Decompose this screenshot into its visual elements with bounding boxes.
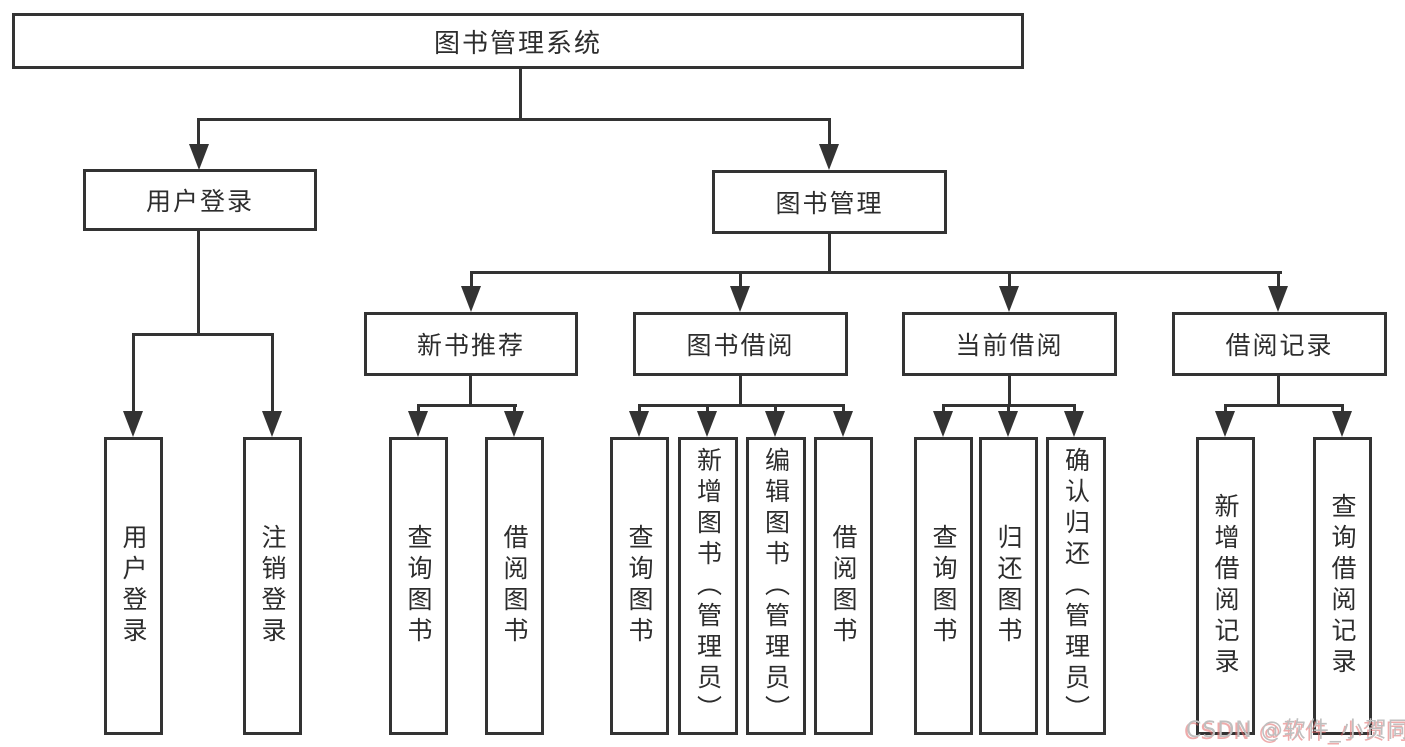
connector-arrowhead <box>461 286 481 312</box>
leaf-borrow-books-borrow-label: 借阅图书 <box>829 524 858 648</box>
connector-section-split <box>1224 404 1344 407</box>
connector-arrowhead <box>1215 411 1235 437</box>
node-library-system: 图书管理系统 <box>12 13 1024 69</box>
leaf-borrow-books-newrec-label: 借阅图书 <box>500 524 529 648</box>
leaf-return-books: 归还图书 <box>979 437 1038 735</box>
connector-arrowhead <box>1064 411 1084 437</box>
node-borrowing-records: 借阅记录 <box>1172 312 1387 376</box>
node-book-management: 图书管理 <box>712 170 947 234</box>
leaf-query-books-borrow-label: 查询图书 <box>625 524 654 648</box>
connector-arrowhead <box>730 286 750 312</box>
connector-section-split <box>638 404 845 407</box>
connector-arrowhead <box>819 144 839 170</box>
leaf-user-login-label: 用户登录 <box>119 524 148 648</box>
connector-section-stem <box>1008 376 1011 406</box>
leaf-add-book-admin: 新增图书（管理员） <box>678 437 738 735</box>
connector-to-section <box>470 271 473 290</box>
node-current-borrowing-label: 当前借阅 <box>955 331 1064 360</box>
connector-arrowhead <box>1268 286 1288 312</box>
leaf-borrow-books-borrow: 借阅图书 <box>814 437 873 735</box>
connector-to-leaf <box>1007 404 1010 414</box>
connector-arrowhead <box>1332 411 1352 437</box>
connector-to-book-mgmt <box>828 118 831 148</box>
connector-section-stem <box>1277 376 1280 406</box>
leaf-edit-book-admin: 编辑图书（管理员） <box>746 437 806 735</box>
leaf-confirm-return-admin-label: 确认归还（管理员） <box>1061 446 1091 726</box>
leaf-query-books-current-label: 查询图书 <box>929 524 958 648</box>
connector-arrowhead <box>765 411 785 437</box>
leaf-query-books-current: 查询图书 <box>914 437 973 735</box>
connector-user-stem <box>197 231 200 335</box>
connector-arrowhead <box>123 411 143 437</box>
connector-to-user-login <box>197 118 200 148</box>
connector-arrowhead <box>408 411 428 437</box>
connector-section-split <box>417 404 517 407</box>
leaf-logout: 注销登录 <box>243 437 302 735</box>
node-library-system-label: 图书管理系统 <box>433 28 602 59</box>
connector-arrowhead <box>629 411 649 437</box>
node-new-book-recommend-label: 新书推荐 <box>416 331 525 360</box>
connector-to-leaf <box>513 404 516 414</box>
connector-to-leaf <box>271 333 274 413</box>
connector-arrowhead <box>833 411 853 437</box>
leaf-logout-label: 注销登录 <box>258 524 287 648</box>
connector-top-split <box>197 118 831 121</box>
leaf-query-borrow-record: 查询借阅记录 <box>1313 437 1372 735</box>
connector-to-leaf <box>842 404 845 414</box>
connector-to-section <box>1008 271 1011 290</box>
leaf-add-borrow-record-label: 新增借阅记录 <box>1211 493 1240 679</box>
connector-mgmt-split <box>470 271 1282 274</box>
node-book-borrowing-label: 图书借阅 <box>686 331 795 360</box>
leaf-query-books-newrec-label: 查询图书 <box>404 524 433 648</box>
leaf-query-borrow-record-label: 查询借阅记录 <box>1328 493 1357 679</box>
leaf-user-login: 用户登录 <box>104 437 163 735</box>
connector-to-leaf <box>417 404 420 414</box>
connector-arrowhead <box>933 411 953 437</box>
node-borrowing-records-label: 借阅记录 <box>1225 331 1334 360</box>
connector-to-section <box>739 271 742 290</box>
connector-mgmt-stem <box>828 234 831 274</box>
leaf-add-borrow-record: 新增借阅记录 <box>1196 437 1255 735</box>
connector-arrowhead <box>697 411 717 437</box>
connector-to-leaf <box>942 404 945 414</box>
node-user-login-label: 用户登录 <box>145 187 254 216</box>
leaf-add-book-admin-label: 新增图书（管理员） <box>693 446 723 726</box>
connector-to-section <box>1277 271 1280 290</box>
node-user-login: 用户登录 <box>83 169 317 231</box>
leaf-confirm-return-admin: 确认归还（管理员） <box>1046 437 1106 735</box>
connector-user-split <box>132 333 274 336</box>
connector-section-stem <box>739 376 742 406</box>
connector-arrowhead <box>999 286 1019 312</box>
connector-to-leaf <box>774 404 777 414</box>
leaf-borrow-books-newrec: 借阅图书 <box>485 437 544 735</box>
connector-arrowhead <box>998 411 1018 437</box>
connector-to-leaf <box>1224 404 1227 414</box>
connector-arrowhead <box>262 411 282 437</box>
connector-arrowhead <box>504 411 524 437</box>
leaf-return-books-label: 归还图书 <box>994 524 1023 648</box>
leaf-query-books-newrec: 查询图书 <box>389 437 448 735</box>
csdn-watermark: CSDN @软件_小贺同学 <box>1186 718 1405 743</box>
connector-root-stem <box>519 69 522 120</box>
connector-section-stem <box>469 376 472 406</box>
connector-to-leaf <box>638 404 641 414</box>
connector-to-leaf <box>1341 404 1344 414</box>
node-current-borrowing: 当前借阅 <box>902 312 1117 376</box>
connector-arrowhead <box>189 144 209 170</box>
node-book-management-label: 图书管理 <box>775 189 884 218</box>
node-new-book-recommend: 新书推荐 <box>364 312 578 376</box>
leaf-edit-book-admin-label: 编辑图书（管理员） <box>761 446 791 726</box>
connector-to-leaf <box>1073 404 1076 414</box>
connector-to-leaf <box>132 333 135 413</box>
connector-to-leaf <box>706 404 709 414</box>
node-book-borrowing: 图书借阅 <box>633 312 848 376</box>
leaf-query-books-borrow: 查询图书 <box>610 437 669 735</box>
